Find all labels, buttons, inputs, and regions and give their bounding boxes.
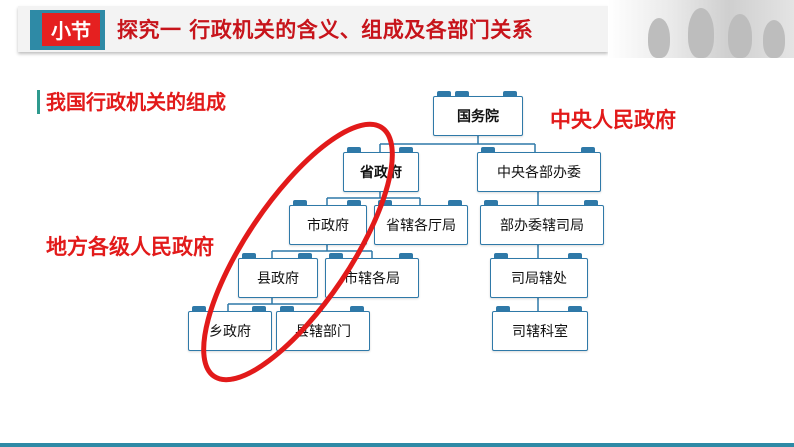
decorative-photo: [608, 0, 794, 58]
subtitle-accent-bar: [37, 90, 40, 114]
township-government-label: 乡政府: [209, 324, 251, 340]
footer-bar: [0, 443, 794, 447]
ministry-bureaus-label: 部办委辖司局: [500, 218, 584, 234]
provincial-bureaus-label: 省辖各厅局: [386, 218, 456, 234]
bureau-offices-label: 司局辖处: [511, 271, 567, 287]
state-council-label: 国务院: [457, 109, 499, 125]
state-council-box: 国务院: [433, 91, 523, 136]
central-ministries-box: 中央各部办委: [477, 147, 601, 192]
township-government-box: 乡政府: [188, 306, 272, 351]
ministry-bureaus-box: 部办委辖司局: [480, 200, 604, 245]
county-government-box: 县政府: [238, 253, 318, 298]
county-departments-label: 县辖部门: [295, 324, 351, 340]
bureau-offices-box: 司局辖处: [490, 253, 588, 298]
header: 小节 探究一 行政机关的含义、组成及各部门关系: [0, 0, 794, 58]
provincial-government-label: 省政府: [360, 165, 402, 181]
central-ministries-label: 中央各部办委: [497, 165, 581, 181]
provincial-bureaus-box: 省辖各厅局: [374, 200, 468, 245]
city-bureaus-label: 市辖各局: [344, 271, 400, 287]
header-bar: [18, 6, 608, 52]
provincial-government-box: 省政府: [343, 147, 419, 192]
page-title: 探究一 行政机关的含义、组成及各部门关系: [117, 18, 534, 42]
section-badge: 小节: [42, 13, 100, 46]
bureau-sections-label: 司辖科室: [512, 324, 568, 340]
bureau-sections-box: 司辖科室: [492, 306, 588, 351]
county-government-label: 县政府: [257, 271, 299, 287]
section-subtitle: 我国行政机关的组成: [46, 90, 226, 114]
city-government-label: 市政府: [307, 218, 349, 234]
city-bureaus-box: 市辖各局: [325, 253, 419, 298]
central-government-label: 中央人民政府: [550, 108, 676, 132]
county-departments-box: 县辖部门: [276, 306, 370, 351]
local-government-label: 地方各级人民政府: [46, 235, 214, 259]
city-government-box: 市政府: [289, 200, 367, 245]
